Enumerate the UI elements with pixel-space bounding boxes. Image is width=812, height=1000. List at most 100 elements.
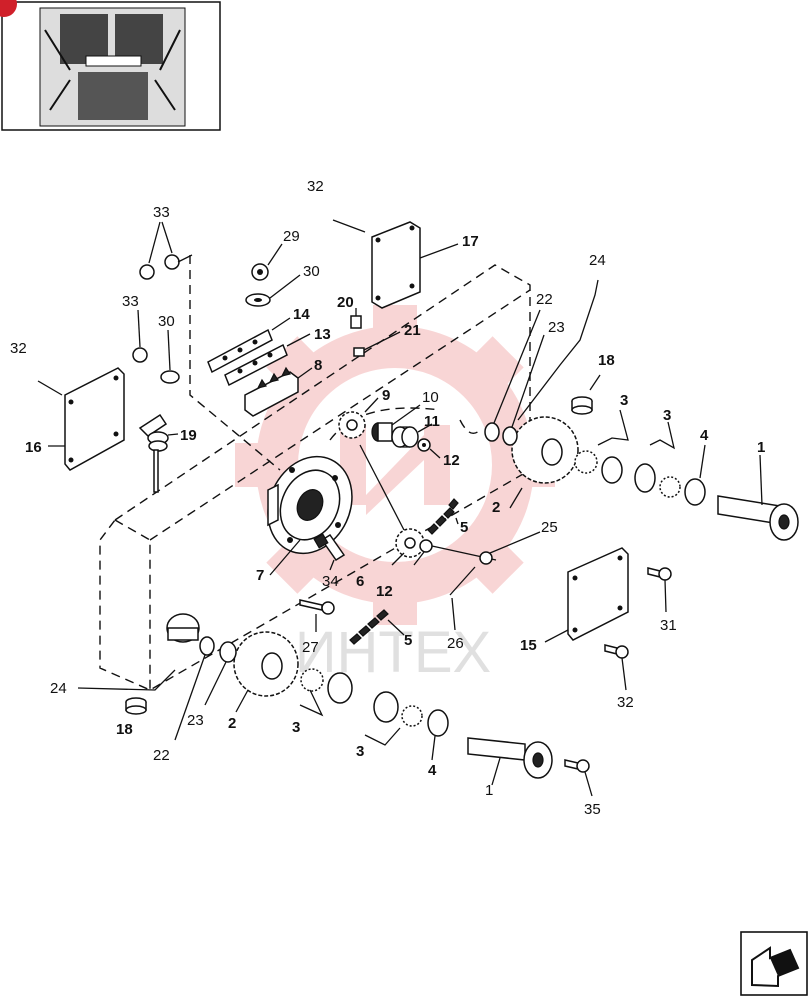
callout-19: 19 xyxy=(180,427,197,444)
callout-10: 10 xyxy=(422,389,439,406)
callout-35: 35 xyxy=(584,801,601,818)
callout-24-lower: 24 xyxy=(50,680,67,697)
rod-24-lower xyxy=(77,669,176,691)
plug-21 xyxy=(353,331,401,357)
sprocket-2-lower xyxy=(233,631,299,713)
callout-3-lower-b: 3 xyxy=(356,743,364,760)
callout-32-right: 32 xyxy=(617,694,634,711)
wear-strip-14 xyxy=(207,317,291,374)
callout-4-lower: 4 xyxy=(428,762,437,779)
callout-11: 11 xyxy=(424,413,440,430)
callout-26: 26 xyxy=(447,635,464,652)
screw-27 xyxy=(299,599,335,632)
nut-29 xyxy=(251,243,283,281)
pin-25 xyxy=(479,531,541,565)
callout-16: 16 xyxy=(25,439,42,456)
callout-1-upper: 1 xyxy=(757,439,765,456)
callout-30-left: 30 xyxy=(158,313,175,330)
callout-14: 14 xyxy=(293,306,310,323)
callout-18-lower: 18 xyxy=(116,721,133,738)
bearing-3-upper-b xyxy=(634,421,681,498)
wear-strip-13 xyxy=(224,333,311,387)
callout-8: 8 xyxy=(314,357,322,374)
callout-12-upper: 12 xyxy=(443,452,460,469)
callout-33-left: 33 xyxy=(122,293,139,310)
callout-5-upper: 5 xyxy=(460,519,468,536)
callout-24-top: 24 xyxy=(589,252,606,269)
callout-25: 25 xyxy=(541,519,558,536)
bolt-32-right xyxy=(604,644,629,691)
sprocket-9 xyxy=(338,397,379,439)
callout-20: 20 xyxy=(337,294,354,311)
next-page-button[interactable] xyxy=(740,931,808,996)
callout-22-top: 22 xyxy=(536,291,553,308)
callout-15: 15 xyxy=(520,637,537,654)
callout-1-lower: 1 xyxy=(485,782,493,799)
bearing-3-upper-a xyxy=(574,409,629,484)
nut-12-upper xyxy=(417,438,441,459)
seal-4-lower xyxy=(427,709,449,761)
callout-2-upper: 2 xyxy=(492,499,500,516)
chain-5-lower xyxy=(349,609,405,645)
bush-lower xyxy=(166,613,200,643)
bearing-3-lower-a xyxy=(299,668,353,717)
callout-3-lower-a: 3 xyxy=(292,719,300,736)
callout-27: 27 xyxy=(302,639,319,656)
callout-5-lower: 5 xyxy=(404,632,412,649)
nuts-33-top xyxy=(139,221,193,280)
callout-23-top: 23 xyxy=(548,319,565,336)
nut-22-upper xyxy=(484,309,541,442)
chain-5-upper xyxy=(427,498,459,535)
shaft-1-upper xyxy=(717,454,799,541)
bolt-31 xyxy=(647,567,672,613)
washer-23-upper xyxy=(502,334,545,446)
plug-20 xyxy=(350,308,362,329)
callout-3-upper-a: 3 xyxy=(620,392,628,409)
callout-29: 29 xyxy=(283,228,300,245)
location-thumbnail xyxy=(0,0,221,131)
callout-34: 34 xyxy=(322,573,339,590)
dipstick-19 xyxy=(138,413,179,493)
washer-23-lower xyxy=(204,641,237,706)
callout-12-lower: 12 xyxy=(376,583,393,600)
plug-18-upper xyxy=(571,374,601,415)
chaincase-housing xyxy=(99,255,531,691)
sprocket-6 xyxy=(359,444,425,566)
nut-33-left xyxy=(132,309,148,363)
callout-32-top: 32 xyxy=(307,178,324,195)
key-26 xyxy=(449,566,476,631)
tensioner-block-8 xyxy=(244,366,313,417)
nut-22-lower xyxy=(174,636,215,741)
watermark-text: ИНТЕХ xyxy=(295,620,491,685)
washer-30-left xyxy=(160,329,180,384)
callout-17: 17 xyxy=(462,233,479,250)
callout-18-top: 18 xyxy=(598,352,615,369)
bolt-34 xyxy=(313,533,346,571)
next-page-arrow-icon xyxy=(751,946,800,988)
cover-plate-16 xyxy=(37,367,125,471)
callout-9: 9 xyxy=(382,387,390,404)
bolt-35 xyxy=(564,759,593,797)
callout-32-left: 32 xyxy=(10,340,27,357)
callout-3-upper-b: 3 xyxy=(663,407,671,424)
bearing-3-lower-b xyxy=(364,691,423,746)
cover-plate-15 xyxy=(544,547,629,643)
callout-13: 13 xyxy=(314,326,331,343)
callout-labels: 32 17 33 29 30 24 33 30 20 14 21 22 32 1… xyxy=(10,178,765,818)
bearing-flange-7 xyxy=(267,455,353,576)
callout-23-lower: 23 xyxy=(187,712,204,729)
spacer-10 xyxy=(371,404,421,442)
seal-4-upper xyxy=(684,444,706,506)
bushing-11 xyxy=(391,423,433,448)
callout-4-upper: 4 xyxy=(700,427,709,444)
callout-2-lower: 2 xyxy=(228,715,236,732)
callout-22-lower: 22 xyxy=(153,747,170,764)
plug-18-lower xyxy=(125,697,147,715)
callout-6: 6 xyxy=(356,573,364,590)
callout-33-top: 33 xyxy=(153,204,170,221)
callout-7: 7 xyxy=(256,567,264,584)
rod-24-upper xyxy=(517,279,599,421)
shaft-1-lower xyxy=(467,737,553,786)
cover-plate-17 xyxy=(332,219,459,309)
